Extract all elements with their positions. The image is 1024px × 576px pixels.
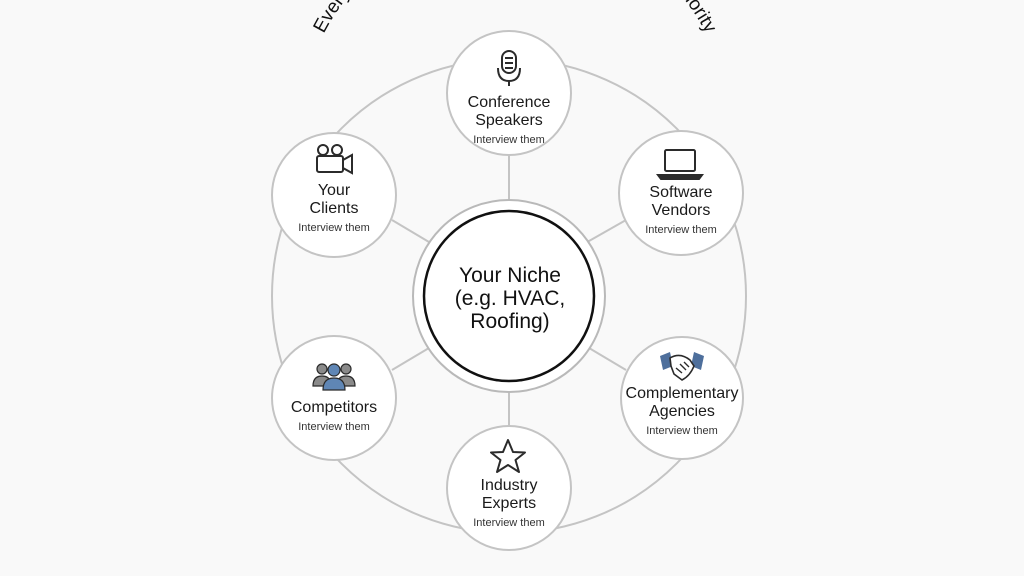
node-circle-conference-speakers xyxy=(446,30,572,156)
node-title-line-2: Agencies xyxy=(649,403,715,420)
spoke-competitors xyxy=(391,344,435,371)
video-camera-icon xyxy=(316,144,353,175)
node-circle-complementary-agencies xyxy=(620,336,744,460)
node-subtitle: Interview them xyxy=(645,224,717,236)
node-title-line-1: Competitors xyxy=(290,399,378,416)
node-software-vendors: Software Vendors Interview them xyxy=(616,184,746,237)
spoke-complementary-agencies xyxy=(583,344,627,371)
node-complementary-agencies: Complementary Agencies Interview them xyxy=(617,385,747,438)
node-subtitle: Interview them xyxy=(646,425,718,437)
node-competitors: Competitors Interview them xyxy=(269,399,399,434)
node-subtitle: Interview them xyxy=(298,222,370,234)
star-icon xyxy=(490,439,526,473)
spoke-software-vendors xyxy=(581,219,627,246)
node-subtitle: Interview them xyxy=(473,134,545,146)
node-industry-experts: Industry Experts Interview them xyxy=(444,477,574,530)
center-label: Your Niche (e.g. HVAC, Roofing) xyxy=(425,264,595,333)
node-your-clients: Your Clients Interview them xyxy=(269,182,399,235)
node-conference-speakers: Conference Speakers Interview them xyxy=(444,94,574,147)
microphone-icon xyxy=(497,50,521,86)
node-circle-your-clients xyxy=(271,132,397,258)
people-group-icon xyxy=(312,363,356,391)
node-title-line-2: Experts xyxy=(481,495,537,512)
node-title-line-2: Speakers xyxy=(475,112,543,129)
node-title-line-1: Software xyxy=(649,184,713,201)
handshake-icon xyxy=(660,352,704,381)
node-subtitle: Interview them xyxy=(298,421,370,433)
center-line-1: Your Niche xyxy=(459,264,561,287)
node-circle-industry-experts xyxy=(446,425,572,551)
node-title-line-1: Conference xyxy=(467,94,551,111)
node-circle-software-vendors xyxy=(618,130,744,256)
node-circle-competitors xyxy=(271,335,397,461)
node-title-line-2: Clients xyxy=(309,200,359,217)
node-subtitle: Interview them xyxy=(473,517,545,529)
center-line-2: (e.g. HVAC, xyxy=(454,287,566,310)
center-circle xyxy=(422,209,596,383)
center-line-3: Roofing) xyxy=(470,310,550,333)
spoke-your-clients xyxy=(391,219,435,246)
node-title-line-2: Vendors xyxy=(651,202,711,219)
node-title-line-1: Industry xyxy=(480,477,538,494)
node-title-line-1: Your xyxy=(317,182,351,199)
node-title-line-1: Complementary xyxy=(625,385,739,402)
laptop-icon xyxy=(656,149,704,180)
